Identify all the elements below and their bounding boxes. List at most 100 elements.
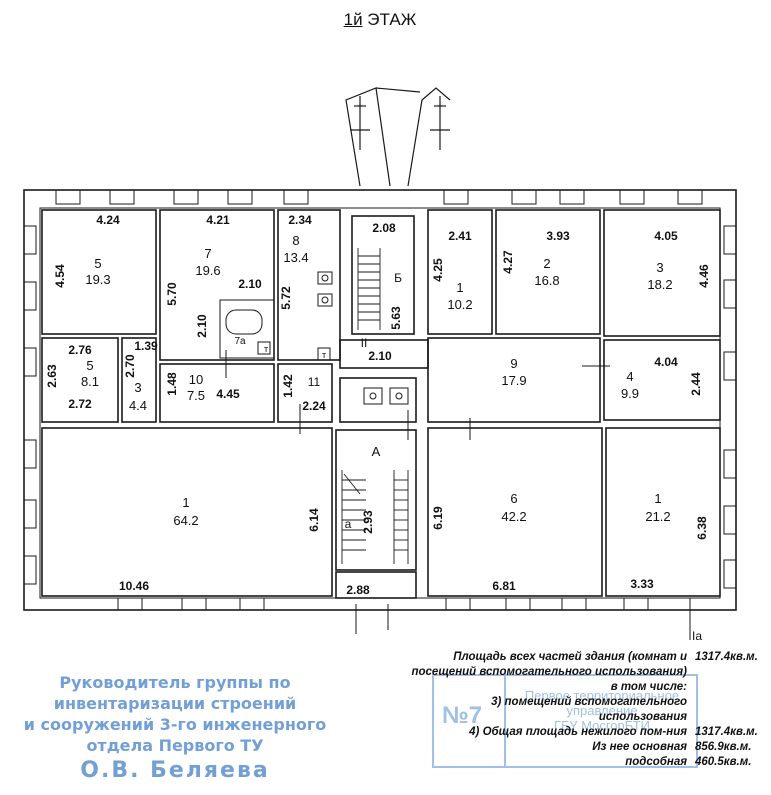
stamp-org-2: управление (566, 703, 638, 718)
legend-text: Площадь всех частей здания (комнат и (453, 651, 687, 663)
room-outline-1big (41, 427, 333, 597)
sink-2 (317, 293, 333, 307)
dim-4-46: 4.46 (697, 264, 711, 288)
dim-2-72: 2.72 (68, 397, 92, 411)
stair-a-treads (341, 470, 409, 564)
room-3-number: 3 (656, 260, 663, 275)
room-3b-area: 4.4 (129, 398, 147, 413)
room-outline-11 (277, 363, 333, 423)
stamp-line-4: отдела Первого ТУ (86, 736, 264, 755)
room-1big-area: 64.2 (173, 513, 198, 528)
ii-mark: II (361, 336, 368, 350)
legend-text: посещений вспомогательного использования… (411, 666, 687, 678)
dim-4-54: 4.54 (53, 264, 67, 288)
dim-1-39: 1.39 (134, 339, 158, 353)
toilet-box (257, 341, 271, 355)
legend-text: 3) помещений вспомогательного (491, 696, 687, 708)
dim-2-34: 2.34 (288, 213, 312, 227)
stair-a-outline (335, 429, 417, 571)
stamp-org-3: ГБУ МосгорБТИ (554, 718, 650, 733)
legend-text: Из нее основная (592, 741, 687, 753)
room-9-area: 17.9 (501, 373, 526, 388)
room-5b-area: 8.1 (81, 374, 99, 389)
room-outline-3b (121, 337, 157, 423)
legend-row: Площадь всех частей здания (комнат и 1317… (360, 650, 765, 665)
dim-2-63: 2.63 (45, 364, 59, 388)
legend-text: подсобная (625, 756, 687, 768)
room-1a-mark: Iа (692, 629, 702, 640)
t-mark-2: т (264, 344, 268, 354)
room-outline-6 (427, 427, 603, 597)
wc-7a-mark: 7а (234, 336, 246, 347)
room-outline-2 (495, 209, 601, 335)
stamp-signer: О.В. Беляева (80, 758, 270, 783)
legend-value: 1317.4кв.м. (695, 726, 758, 738)
dim-1-48: 1.48 (165, 372, 179, 396)
dim-2-10-c: 2.10 (368, 349, 392, 363)
room-outline-1b (427, 209, 493, 335)
room-outline-8 (277, 209, 341, 361)
dim-4-45: 4.45 (216, 387, 240, 401)
room-7-number: 7 (204, 246, 211, 261)
grid-ticks (225, 350, 691, 640)
wc-outline (219, 299, 275, 359)
room-11-mark: 11 (308, 375, 321, 389)
room-5b-number: 5 (86, 358, 93, 373)
room-2-area: 16.8 (534, 273, 559, 288)
room-outline-5b (41, 337, 119, 423)
floor-label: ЭТАЖ (362, 10, 417, 29)
room-outline-4 (603, 339, 721, 421)
bathtub (225, 309, 263, 335)
room-1c-area: 21.2 (645, 509, 670, 524)
floor-number: 1й (343, 10, 363, 29)
legend-value (695, 710, 765, 725)
room-outline-10 (159, 363, 275, 423)
stamp-org-1: Первое территориальное (524, 688, 680, 703)
dim-2-10-b: 2.10 (195, 314, 209, 338)
dim-4-25: 4.25 (431, 258, 445, 282)
room-6-area: 42.2 (501, 509, 526, 524)
dim-6-19: 6.19 (431, 506, 445, 530)
stamp-number: №7 (442, 702, 483, 729)
vestibule-a-mark: а (345, 517, 352, 531)
room-4-area: 9.9 (621, 386, 639, 401)
entrance-outline (335, 571, 417, 599)
legend-text: 4) Общая площадь нежилого пом-ния (469, 726, 687, 738)
misc-marks: Б А а II 11 7а Iа т т (234, 271, 702, 640)
room-labels: 5 19.3 7 19.6 8 13.4 1 10.2 2 16.8 3 18.… (81, 233, 673, 528)
floor-plan: 5 19.3 7 19.6 8 13.4 1 10.2 2 16.8 3 18.… (23, 87, 737, 640)
inventory-stamp: Руководитель группы по инвентаризации ст… (20, 672, 330, 783)
legend-value: 460.5кв.м. (695, 756, 752, 768)
dim-2-44: 2.44 (689, 372, 703, 396)
legend-value (695, 665, 765, 680)
legend-row: подсобная 460.5кв.м. (360, 755, 765, 770)
room-2-number: 2 (543, 256, 550, 271)
dim-2-24: 2.24 (302, 399, 326, 413)
room-3b-number: 3 (134, 380, 141, 395)
dim-3-93: 3.93 (546, 229, 570, 243)
dim-2-08: 2.08 (372, 221, 396, 235)
room-outline-7 (159, 209, 275, 361)
room-7-area: 19.6 (195, 263, 220, 278)
t-box-1 (317, 347, 331, 361)
legend-row: использования (360, 710, 765, 725)
dim-10-46: 10.46 (119, 579, 149, 593)
legend-text: в том числе: (610, 681, 687, 693)
legend-row: 4) Общая площадь нежилого пом-ния 1317.4к… (360, 725, 765, 740)
top-entrance (345, 87, 451, 187)
legend-value (695, 695, 765, 710)
walls (23, 189, 737, 611)
stair-b-outline (351, 215, 415, 335)
room-outline-1c (605, 427, 721, 597)
stamp-line-1: Руководитель группы по (59, 673, 291, 692)
room-10-number: 10 (189, 372, 203, 387)
dim-4-04: 4.04 (654, 355, 678, 369)
room-1big-number: 1 (182, 495, 189, 510)
sanitary-outline (339, 377, 417, 423)
legend-value: 1317.4кв.м. (695, 651, 758, 663)
dim-2-10-a: 2.10 (238, 277, 262, 291)
room-1b-number: 1 (456, 280, 463, 295)
room-8-number: 8 (292, 233, 299, 248)
bti-stamp: №7 Первое территориальное управление ГБУ… (432, 674, 698, 768)
